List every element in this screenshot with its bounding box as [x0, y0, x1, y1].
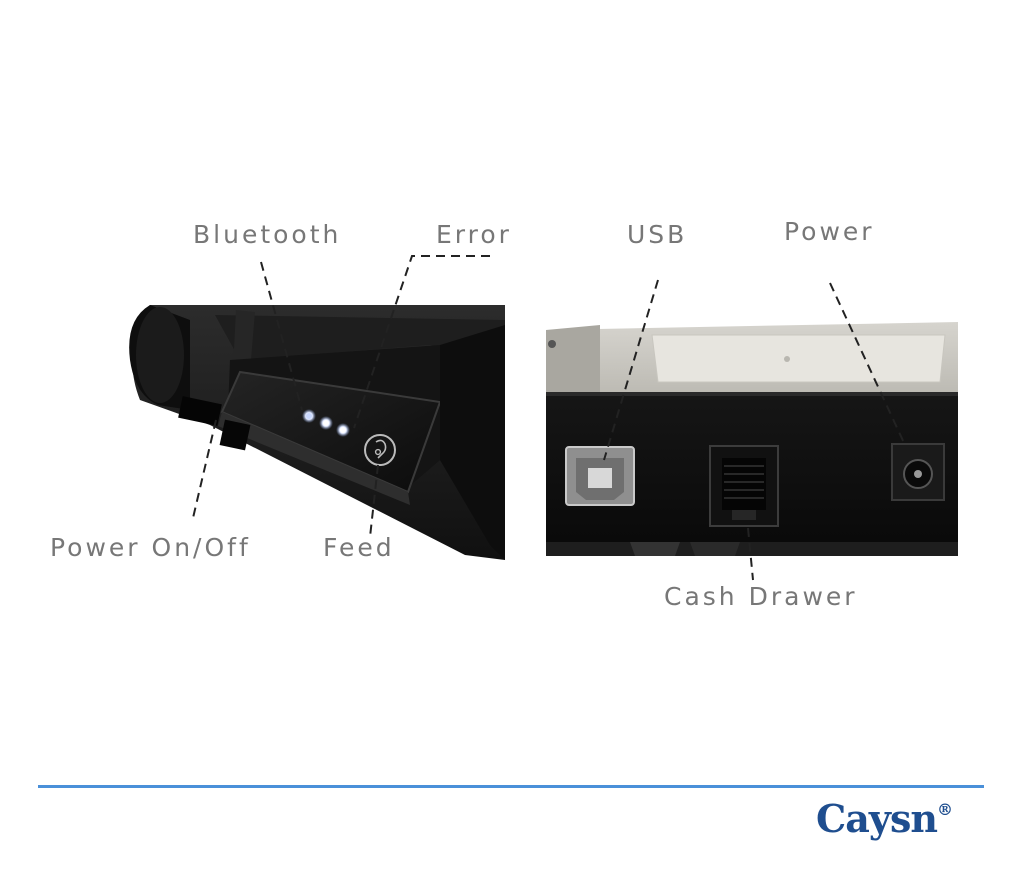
label-feed: Feed	[323, 533, 395, 562]
label-usb: USB	[627, 220, 688, 249]
label-bluetooth: Bluetooth	[193, 220, 342, 249]
printer-rear-photo	[546, 322, 958, 556]
cash-drawer-port	[709, 445, 779, 527]
feed-button	[364, 434, 396, 466]
label-error: Error	[436, 220, 512, 249]
divider-line	[38, 785, 984, 788]
registered-mark: ®	[936, 800, 953, 819]
callout-lines	[192, 255, 906, 581]
dc-power-jack	[891, 443, 945, 501]
label-cash-drawer: Cash Drawer	[664, 582, 858, 611]
label-power-on-off: Power On/Off	[50, 533, 251, 562]
brand-name: Caysn	[816, 796, 938, 841]
brand-logo: Caysn®	[816, 800, 953, 838]
label-power: Power	[784, 217, 875, 246]
printer-front-photo	[129, 305, 505, 560]
usb-port	[565, 446, 635, 506]
